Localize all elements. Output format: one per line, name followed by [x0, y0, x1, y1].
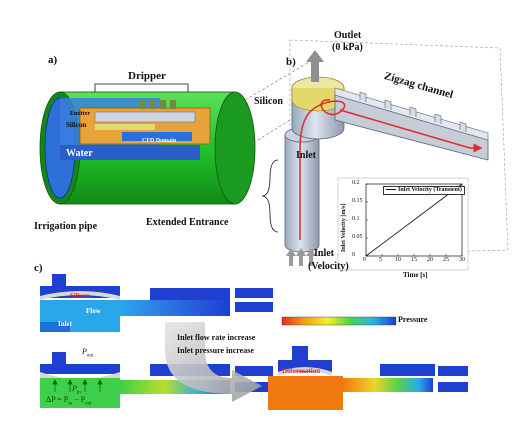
inlet-velocity-label-2: (Velocity)	[308, 261, 349, 272]
silicon-chamber	[291, 76, 345, 140]
deformation-label: Deformation	[282, 367, 321, 375]
panel-b-tag: b)	[286, 56, 296, 68]
cfd-domain-label: CFD Domain	[142, 138, 177, 144]
pressure-colorbar-label: Pressure	[398, 315, 428, 324]
y-tick-label: 0.05	[352, 234, 363, 240]
pressure-increase-label: Inlet pressure increase	[177, 346, 254, 355]
outlet-pressure-label: (0 kPa)	[332, 42, 363, 53]
x-tick-label: 0	[363, 257, 366, 263]
pressure-colorbar	[281, 316, 397, 326]
chart-legend: Inlet Velocity (Transient)	[383, 186, 465, 195]
water-label: Water	[66, 148, 93, 159]
legend-entry: Inlet Velocity (Transient)	[398, 187, 462, 193]
series-line-0	[365, 183, 463, 257]
inlet-label: Inlet	[296, 150, 316, 161]
x-tick-label: 5	[379, 257, 382, 263]
flow-rate-increase-label: Inlet flow rate increase	[177, 333, 256, 342]
cfd-section-top	[40, 274, 273, 332]
cfd-section-deformed	[268, 346, 468, 410]
zigzag-channel-model	[334, 87, 489, 161]
inlet-cylinder	[284, 127, 320, 253]
p-out-label: Pout	[82, 347, 94, 359]
x-tick-label: 30	[459, 257, 465, 263]
inlet-arrows	[286, 248, 316, 266]
delta-p-formula: ΔP = Pin − Pout	[46, 395, 92, 407]
y-tick-label: 0.1	[352, 216, 360, 222]
silicon-label-a: Silicon	[66, 121, 87, 129]
chart-xlabel: Time [s]	[403, 271, 428, 279]
dripper-model	[79, 100, 211, 145]
silicon-label-c: Silicon	[70, 292, 91, 300]
zoom-line-bottom	[244, 119, 291, 149]
zoom-line-top	[244, 57, 317, 101]
transition-arrow	[165, 322, 262, 402]
silicon-label-b: Silicon	[254, 96, 283, 107]
x-tick-label: 15	[411, 257, 417, 263]
chart-ylabel: Inlet Velocity [m/s]	[341, 203, 347, 252]
legend-line-swatch	[386, 189, 396, 191]
irrigation-pipe-label: Irrigation pipe	[34, 221, 98, 232]
y-tick-label: 0.2	[352, 180, 360, 186]
inlet-label-c: Inlet	[58, 320, 72, 328]
dripper-bracket	[94, 83, 189, 92]
y-tick-label: 0.15	[352, 198, 363, 204]
y-tick-label: 0	[352, 252, 355, 258]
panel-a-tag: a)	[48, 54, 58, 66]
inlet-brace	[261, 159, 279, 233]
inlet-velocity-label-1: Inlet	[314, 248, 334, 259]
x-tick-label: 25	[443, 257, 449, 263]
p-in-label: Pin	[72, 384, 81, 396]
emitter-label: Emitter	[70, 111, 90, 117]
dripper-label: Dripper	[128, 70, 166, 82]
x-tick-label: 20	[427, 257, 433, 263]
panel-c-tag: c)	[34, 262, 43, 274]
flow-path	[299, 99, 483, 240]
outlet-label: Outlet	[334, 30, 362, 41]
flow-label: Flow	[86, 307, 101, 315]
x-tick-label: 10	[395, 257, 401, 263]
extended-entrance-label: Extended Entrance	[146, 217, 229, 228]
outlet-arrow	[306, 50, 324, 82]
chart-marks	[365, 183, 463, 257]
